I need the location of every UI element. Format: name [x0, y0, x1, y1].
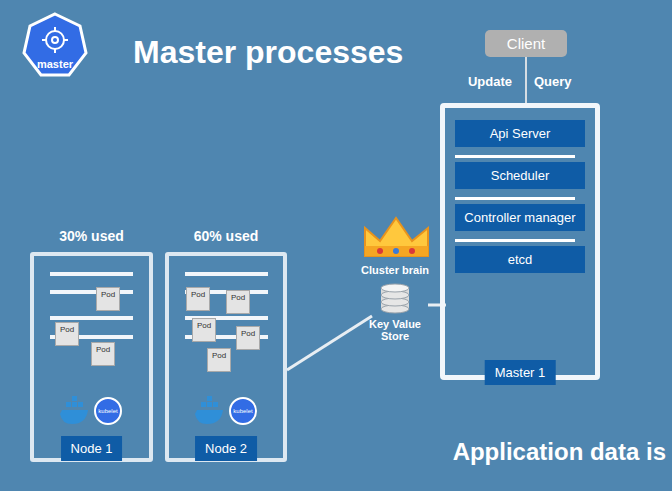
- box-label: Pod: [96, 345, 110, 354]
- box-label: Api Server: [490, 126, 551, 141]
- master-gear: [42, 27, 68, 53]
- master-node-box: Master 1Api ServerSchedulerController ma…: [440, 103, 600, 380]
- edge-side-label: Update: [456, 74, 512, 89]
- master-icon: [24, 14, 86, 75]
- process-band: Controller manager: [455, 204, 585, 231]
- box-label: Pod: [241, 329, 255, 338]
- pod-box: Pod: [96, 287, 120, 311]
- connector-line: [525, 57, 527, 103]
- icon-label: kubelet: [230, 408, 256, 414]
- database-icon: [381, 284, 409, 313]
- icon-label: kubelet: [95, 408, 121, 414]
- node-name-label: Master 1: [485, 360, 556, 385]
- box-label: Controller manager: [464, 210, 575, 225]
- process-band: Api Server: [455, 120, 585, 147]
- box-label: Pod: [101, 290, 115, 299]
- caption-label: Key Value Store: [355, 318, 435, 342]
- pod-box: Pod: [207, 348, 231, 372]
- process-band: etcd: [455, 246, 585, 273]
- box-label: Pod: [212, 351, 226, 360]
- box-label: Pod: [60, 325, 74, 334]
- box-label: Client: [507, 35, 545, 52]
- kubelet-icon: [95, 398, 256, 424]
- box-label: Scheduler: [491, 168, 550, 183]
- pod-box: Pod: [236, 326, 260, 350]
- node-name-label: Node 1: [61, 436, 123, 461]
- caption-label: Cluster brain: [350, 264, 440, 276]
- worker-node-box: 30% usedNode 1PodPodPod: [30, 252, 153, 462]
- pod-box: Pod: [192, 318, 216, 342]
- pod-box: Pod: [55, 322, 79, 346]
- client-box: Client: [485, 30, 567, 57]
- box-label: etcd: [508, 252, 533, 267]
- node-name-label: Node 2: [195, 436, 257, 461]
- usage-heading: 60% used: [169, 228, 283, 244]
- crown-icon: [365, 218, 428, 256]
- pod-box: Pod: [91, 342, 115, 366]
- icon-label: master: [25, 58, 85, 70]
- usage-heading: 30% used: [34, 228, 149, 244]
- box-label: Pod: [191, 290, 205, 299]
- docker-icon: [60, 396, 223, 424]
- page-title: Master processes: [133, 34, 403, 71]
- storage-wire: [287, 316, 372, 370]
- box-label: Pod: [231, 293, 245, 302]
- box-label: Pod: [197, 321, 211, 330]
- edge-side-label: Query: [534, 74, 590, 89]
- process-band: Scheduler: [455, 162, 585, 189]
- pod-box: Pod: [186, 287, 210, 311]
- pod-box: Pod: [226, 290, 250, 314]
- note-text: Application data is: [453, 438, 666, 466]
- worker-node-box: 60% usedNode 2PodPodPodPodPod: [165, 252, 287, 462]
